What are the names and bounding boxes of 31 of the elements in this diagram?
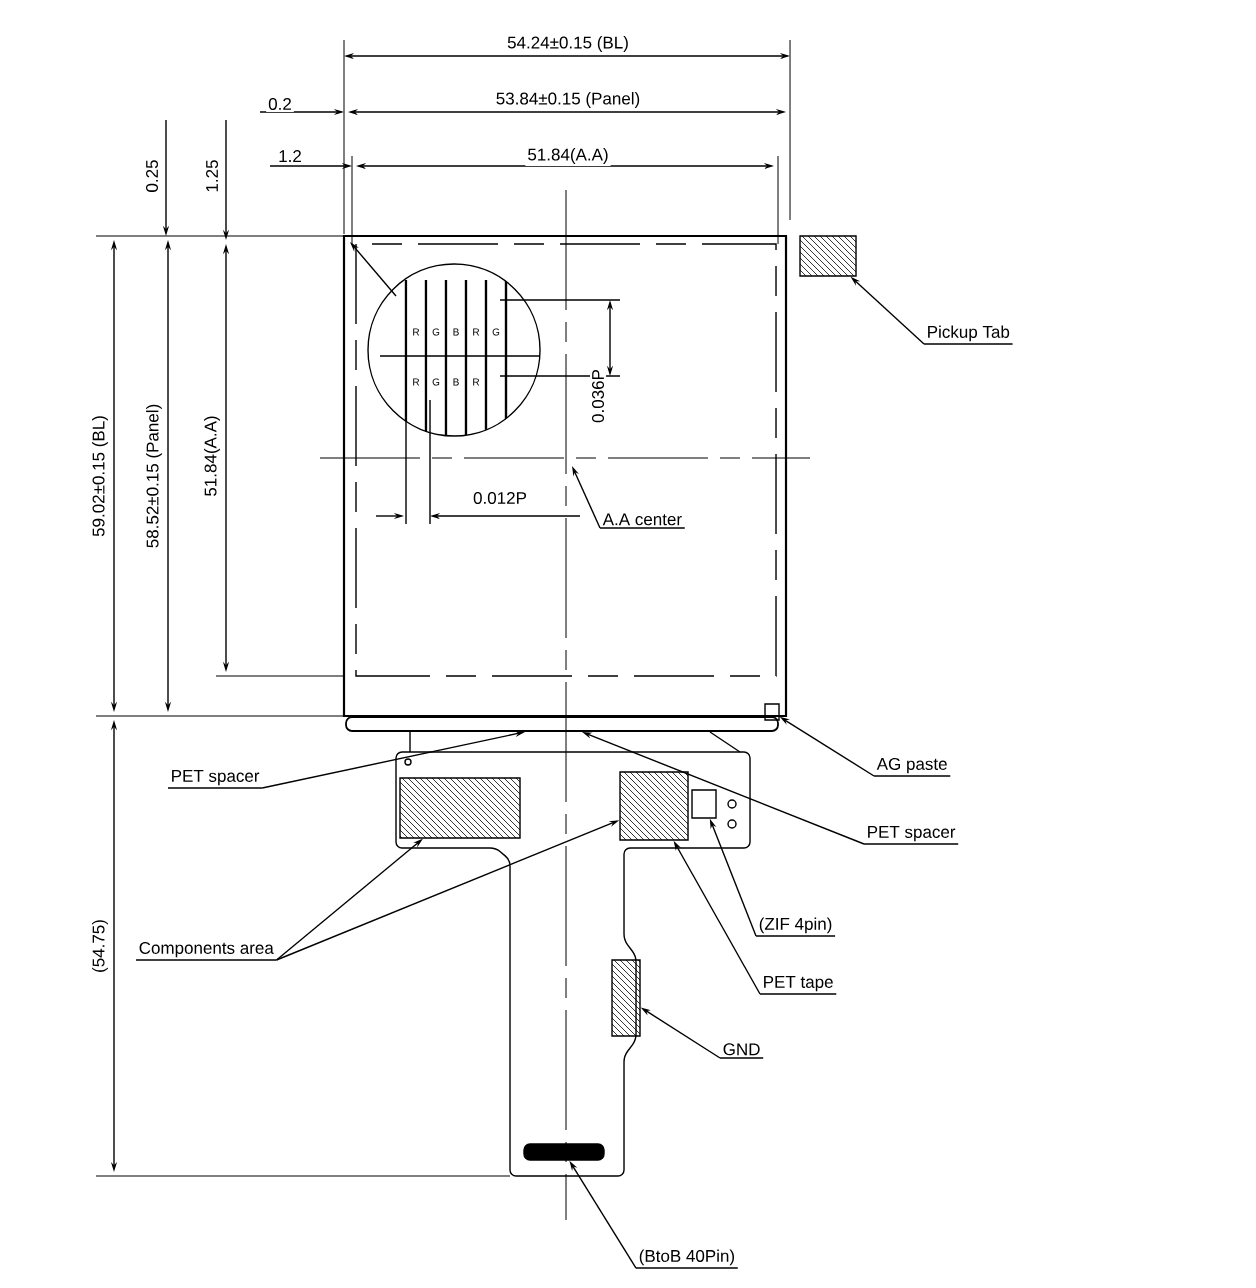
dimension-text: 59.02±0.15 (BL): [90, 413, 110, 539]
callout-label: Pickup Tab: [923, 323, 1014, 345]
dimension-text: 51.84(A.A): [202, 413, 222, 499]
dimension-text: 1.25: [204, 157, 220, 195]
part-outline: [764, 703, 780, 721]
dimension-text: 0.25: [144, 157, 160, 195]
connector-bar: [523, 1143, 605, 1161]
dimension-text: 58.52±0.15 (Panel): [144, 401, 164, 551]
dimension-text: 51.84(A.A): [525, 146, 611, 166]
callout-label: Components area: [135, 939, 278, 961]
callout-label: PET spacer: [167, 768, 263, 789]
hatched-area: [611, 959, 641, 1037]
spacer-strip: [345, 716, 779, 732]
dimension-text: 54.24±0.15 (BL): [505, 34, 631, 54]
dimension-text: 0.036P: [590, 367, 607, 425]
callout-label: PET spacer: [863, 824, 959, 845]
dimension-text: 53.84±0.15 (Panel): [493, 90, 643, 110]
dimension-text: (54.75): [90, 917, 110, 975]
callout-label: (ZIF 4pin): [755, 915, 836, 937]
dimension-text: 1.2: [276, 148, 304, 164]
hatched-area: [399, 777, 521, 839]
callout-label: A.A center: [599, 511, 686, 529]
dimension-text: 0.012P: [471, 490, 529, 506]
part-outline: [691, 789, 717, 819]
hatched-area: [799, 235, 857, 277]
callout-label: AG paste: [873, 755, 951, 777]
dimension-text: 0.2: [266, 96, 294, 112]
callout-label: (BtoB 40Pin): [635, 1247, 739, 1269]
callout-label: PET tape: [759, 974, 837, 995]
hatched-area: [619, 771, 689, 841]
callout-label: GND: [719, 1041, 764, 1059]
